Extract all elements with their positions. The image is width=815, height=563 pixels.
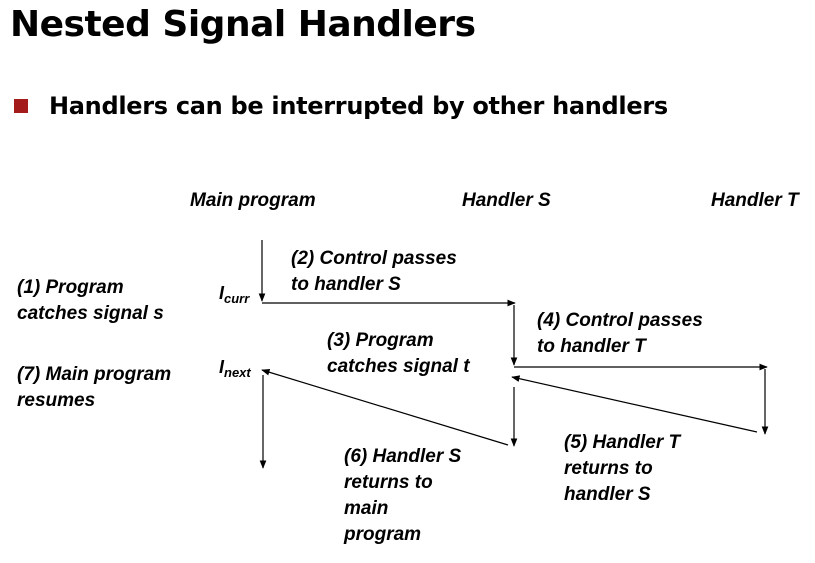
bullet-point: Handlers can be interrupted by other han… xyxy=(14,92,668,120)
step-6-line-3: main xyxy=(344,498,389,519)
step-6-line-4: program xyxy=(344,524,422,545)
step-2-label: (2) Control passes to handler S xyxy=(291,246,457,298)
step-3-line-2: catches signal t xyxy=(327,356,470,377)
step-6-line-2: returns to xyxy=(344,472,433,493)
step-4-line-1: (4) Control passes xyxy=(537,310,703,331)
step-2-line-2: to handler S xyxy=(291,274,401,295)
return-to-main-arrow xyxy=(261,368,509,446)
step-4-label: (4) Control passes to handler T xyxy=(537,308,703,360)
step-1-label: (1) Program catches signal s xyxy=(17,275,164,327)
column-header-handler-s: Handler S xyxy=(462,190,551,211)
step-7-line-2: resumes xyxy=(17,390,96,411)
step-5-line-3: handler S xyxy=(564,484,651,505)
step-4-line-2: to handler T xyxy=(537,336,646,357)
step-1-line-2: catches signal s xyxy=(17,303,164,324)
step-1-line-1: (1) Program xyxy=(17,277,124,298)
step-5-line-2: returns to xyxy=(564,458,653,479)
instruction-current: Icurr xyxy=(219,283,250,306)
bullet-text: Handlers can be interrupted by other han… xyxy=(49,92,668,120)
step-6-line-1: (6) Handler S xyxy=(344,446,462,467)
step-2-line-1: (2) Control passes xyxy=(291,248,457,269)
step-3-label: (3) Program catches signal t xyxy=(327,328,470,380)
bullet-square-icon xyxy=(14,99,28,113)
return-to-handler-s-arrow xyxy=(511,375,758,433)
step-7-label: (7) Main program resumes xyxy=(17,362,171,414)
instruction-next: Inext xyxy=(219,357,251,380)
step-6-label: (6) Handler S returns to main program xyxy=(344,444,461,548)
step-7-line-1: (7) Main program xyxy=(17,364,172,385)
step-5-line-1: (5) Handler T xyxy=(564,432,681,453)
step-5-label: (5) Handler T returns to handler S xyxy=(564,430,680,508)
slide-title: Nested Signal Handlers xyxy=(10,4,476,45)
step-3-line-1: (3) Program xyxy=(327,330,434,351)
column-header-main-program: Main program xyxy=(190,190,316,211)
column-header-handler-t: Handler T xyxy=(711,190,799,211)
